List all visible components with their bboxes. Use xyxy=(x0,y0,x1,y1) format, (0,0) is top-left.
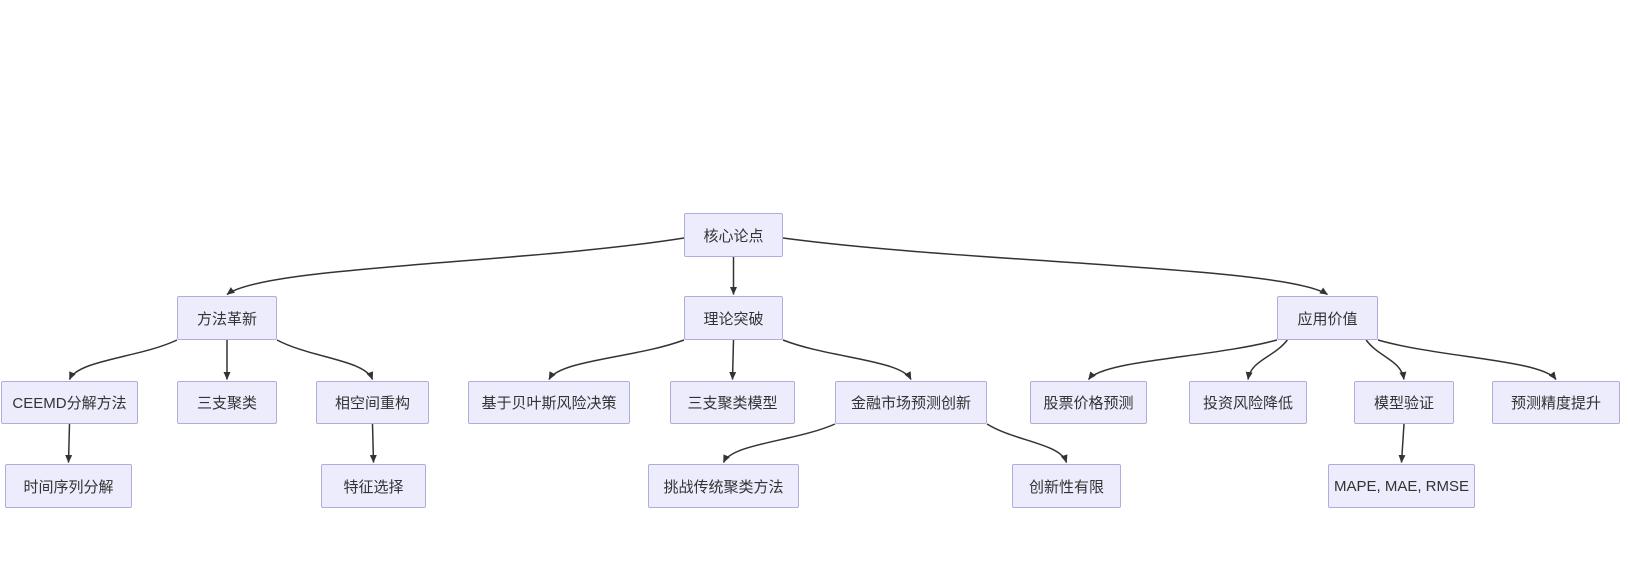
edge-ceemd-ts-decomp xyxy=(65,423,73,463)
node-accuracy: 预测精度提升 xyxy=(1492,381,1620,424)
node-ts-decomp: 时间序列分解 xyxy=(5,464,132,508)
edge-fin-innovation-challenge xyxy=(722,423,836,463)
node-theory: 理论突破 xyxy=(684,296,783,340)
edge-theory-three-way-model xyxy=(729,339,737,380)
node-label: CEEMD分解方法 xyxy=(12,395,127,412)
node-label: 基于贝叶斯风险决策 xyxy=(481,395,617,412)
edges-group xyxy=(65,237,1557,463)
node-label: 应用价值 xyxy=(1297,310,1358,328)
edge-application-model-valid xyxy=(1365,339,1407,380)
node-label: 三支聚类模型 xyxy=(687,395,778,412)
node-three-way-model: 三支聚类模型 xyxy=(670,381,795,424)
node-risk-reduce: 投资风险降低 xyxy=(1189,381,1307,424)
node-label: 时间序列分解 xyxy=(23,478,114,496)
node-application: 应用价值 xyxy=(1277,296,1378,340)
node-limited-novelty: 创新性有限 xyxy=(1012,464,1121,508)
edge-theory-fin-innovation xyxy=(782,339,912,380)
node-label: 相空间重构 xyxy=(334,395,410,412)
node-label: MAPE, MAE, RMSE xyxy=(1333,477,1470,495)
node-method: 方法革新 xyxy=(177,296,277,340)
node-label: 股票价格预测 xyxy=(1043,395,1134,412)
edge-theory-bayes xyxy=(548,339,685,380)
node-stock-pred: 股票价格预测 xyxy=(1030,381,1147,424)
edge-method-ceemd xyxy=(68,339,178,380)
node-challenge: 挑战传统聚类方法 xyxy=(648,464,799,508)
node-ceemd: CEEMD分解方法 xyxy=(1,381,138,424)
node-label: 创新性有限 xyxy=(1028,478,1104,496)
edge-application-risk-reduce xyxy=(1245,339,1288,380)
node-label: 方法革新 xyxy=(196,310,257,328)
node-metrics: MAPE, MAE, RMSE xyxy=(1328,464,1475,508)
edge-fin-innovation-limited-novelty xyxy=(986,423,1068,463)
node-label: 模型验证 xyxy=(1373,395,1434,412)
node-phase-space: 相空间重构 xyxy=(316,381,429,424)
edge-phase-space-feature-sel xyxy=(369,423,377,463)
node-label: 预测精度提升 xyxy=(1510,395,1601,412)
edge-model-valid-metrics xyxy=(1398,423,1406,463)
node-label: 三支聚类 xyxy=(196,395,257,412)
node-label: 核心论点 xyxy=(703,227,764,245)
node-label: 特征选择 xyxy=(343,478,404,496)
edge-application-stock-pred xyxy=(1087,339,1278,381)
node-label: 挑战传统聚类方法 xyxy=(663,478,784,496)
node-fin-innovation: 金融市场预测创新 xyxy=(835,381,987,424)
node-label: 理论突破 xyxy=(703,310,764,328)
edge-method-phase-space xyxy=(276,339,374,380)
edge-root-method xyxy=(226,237,685,296)
edge-root-application xyxy=(782,237,1328,296)
node-root: 核心论点 xyxy=(684,213,783,257)
node-model-valid: 模型验证 xyxy=(1354,381,1454,424)
node-bayes: 基于贝叶斯风险决策 xyxy=(468,381,630,424)
edge-application-accuracy xyxy=(1377,339,1557,380)
node-label: 金融市场预测创新 xyxy=(850,395,971,412)
node-label: 投资风险降低 xyxy=(1202,395,1293,412)
node-feature-sel: 特征选择 xyxy=(321,464,426,508)
node-three-way: 三支聚类 xyxy=(177,381,277,424)
